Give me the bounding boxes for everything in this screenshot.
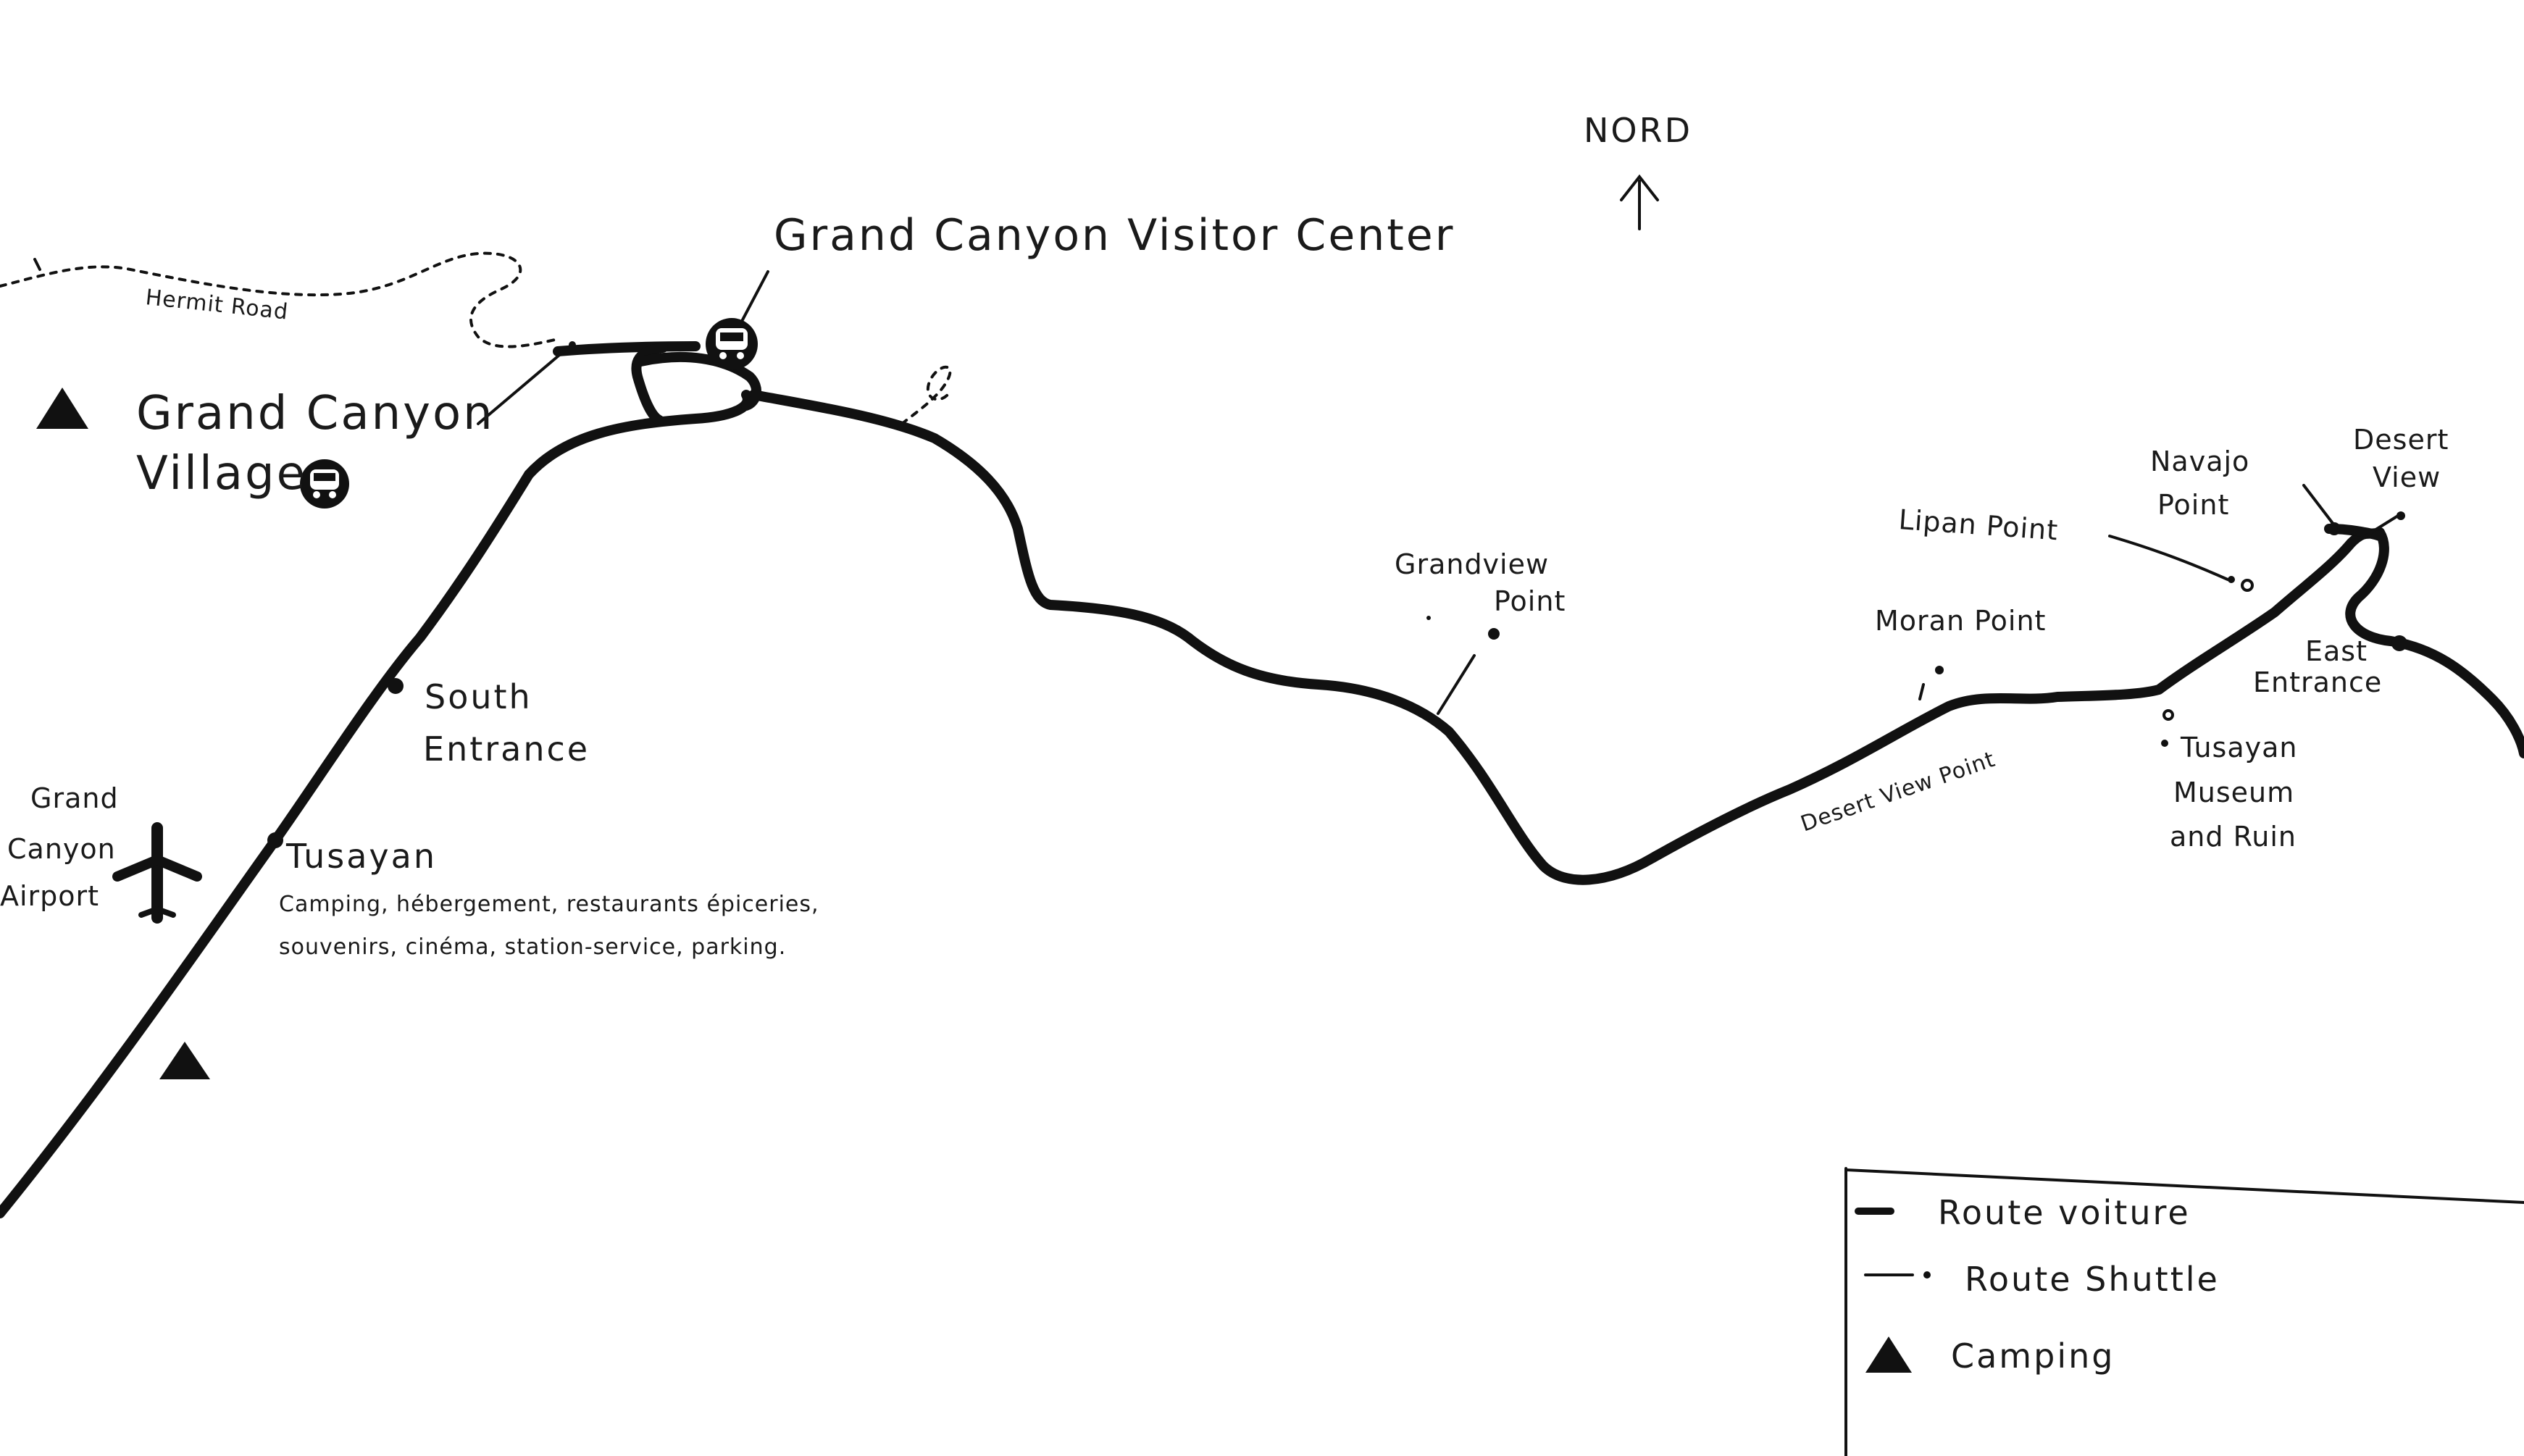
shuttle-spur (900, 365, 952, 425)
legend-car-label: Route voiture (1938, 1193, 2191, 1232)
hermit-road-start (33, 258, 41, 271)
north-label: NORD (1584, 111, 1692, 150)
airport-label: Grand (30, 782, 119, 814)
navajo-label: Navajo (2150, 445, 2249, 477)
legend-camping-label: Camping (1951, 1336, 2115, 1376)
grandview-marker[interactable] (1488, 628, 1500, 640)
shuttle-bus-icon[interactable] (706, 318, 758, 370)
desert-view-label: View (2373, 461, 2441, 493)
village-label: Village (136, 447, 307, 501)
visitor-center-loop (553, 341, 761, 425)
camping-tent-icon[interactable] (159, 1042, 210, 1079)
moran-marker[interactable] (1935, 666, 1944, 674)
village-label: Grand Canyon (136, 387, 495, 440)
shuttle-line-grandview (1437, 654, 1476, 715)
desert-view-marker[interactable] (2396, 511, 2405, 520)
shuttle-line-lipan (2108, 535, 2229, 581)
south-entrance-dot[interactable] (388, 678, 404, 694)
north-arrow-icon (1620, 174, 1659, 230)
moran-label: Moran Point (1875, 605, 2046, 637)
south-entrance-label: South (425, 677, 532, 716)
desert-view-drive-label: Desert View Point (1797, 747, 1999, 837)
tusayan-description: Camping, hébergement, restaurants épicer… (279, 892, 819, 917)
east-entrance-label: East (2305, 635, 2368, 667)
tusayan-label: Tusayan (285, 837, 437, 876)
car-route-east (2345, 527, 2524, 758)
east-entrance-label: Entrance (2253, 666, 2382, 698)
camping-tent-icon (1865, 1336, 1912, 1373)
hermit-road-label: Hermit Road (144, 285, 290, 325)
car-route-branch (2324, 524, 2385, 541)
grandview-label: Point (1494, 585, 1566, 617)
grandview-label: Grandview (1395, 548, 1549, 580)
museum-label: and Ruin (2170, 821, 2297, 853)
museum-label: Tusayan (2180, 732, 2297, 763)
legend: Route voiture Route Shuttle Camping (1844, 1167, 2524, 1456)
tusayan-description: souvenirs, cinéma, station-service, park… (279, 934, 786, 960)
lipan-marker[interactable] (2241, 579, 2254, 592)
museum-marker[interactable] (2162, 709, 2174, 721)
camping-tent-icon[interactable] (36, 388, 88, 429)
airport-label: Airport (0, 880, 99, 912)
south-entrance-label: Entrance (423, 729, 590, 769)
shuttle-bus-icon (300, 459, 349, 509)
legend-shuttle-label: Route Shuttle (1965, 1260, 2220, 1299)
visitor-center-label: Grand Canyon Visitor Center (774, 210, 1455, 261)
desert-view-label: Desert (2353, 424, 2449, 456)
shuttle-line-village (477, 343, 574, 425)
airplane-icon[interactable] (112, 822, 202, 924)
navajo-label: Point (2157, 489, 2229, 521)
tusayan-dot[interactable] (267, 832, 283, 848)
airport-label: Canyon (7, 833, 116, 865)
east-entrance-dot[interactable] (2391, 635, 2407, 651)
lipan-label: Lipan Point (1897, 503, 2059, 546)
hermit-road (0, 251, 559, 348)
museum-label: Museum (2173, 777, 2294, 808)
